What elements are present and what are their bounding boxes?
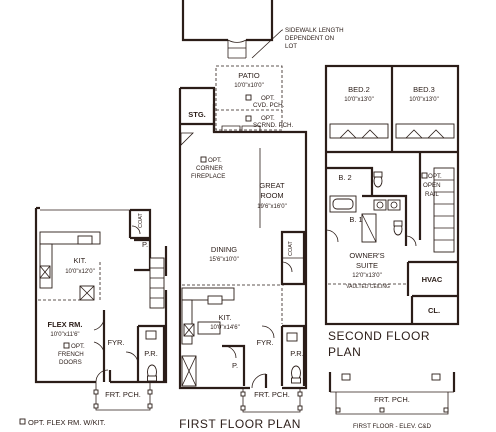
patio-label: PATIO xyxy=(238,71,260,80)
bed3-label: BED.3 xyxy=(413,85,435,94)
fireplace-label-3: FIREPLACE xyxy=(191,173,225,180)
kitchen-main-label: KIT. xyxy=(219,313,232,322)
kitchen-main-dimension: 10'0"x14'6" xyxy=(210,325,240,331)
front-porch-elev-label: FRT. PCH. xyxy=(374,395,410,404)
sidewalk-note-line1: SIDEWALK LENGTH xyxy=(285,27,344,34)
sidewalk-note-line2: DEPENDENT ON xyxy=(285,35,334,42)
alt-plan-walls xyxy=(34,206,168,384)
bath2-label: B. 2 xyxy=(338,173,351,182)
opt-cvd-porch-label-1: OPT. xyxy=(261,95,275,102)
bath1-label: B. 1 xyxy=(349,215,362,224)
opt-screened-porch-label-1: OPT. xyxy=(261,115,275,122)
second-floor-walls xyxy=(324,64,460,326)
owners-suite-label-1: OWNER'S xyxy=(349,251,384,260)
pantry-alt-label: P. xyxy=(142,240,148,249)
great-room-label-1: GREAT xyxy=(259,181,285,190)
fireplace-label-1: OPT. xyxy=(208,157,222,164)
front-porch-alt-label: FRT. PCH. xyxy=(105,390,141,399)
open-rail-label-1: OPT. xyxy=(428,173,442,180)
opt-screened-porch-label-2: SCRND. PCH. xyxy=(253,122,294,129)
patio-dimension: 10'0"x10'0" xyxy=(234,83,264,89)
front-porch-alt xyxy=(93,382,153,411)
fireplace-checkbox xyxy=(200,156,207,163)
powder-room-alt-label: P.R. xyxy=(144,349,158,358)
foyer-alt-label: FYR. xyxy=(107,338,124,347)
french-doors-label-1: OPT. xyxy=(71,343,85,350)
foyer-main-label: FYR. xyxy=(256,338,273,347)
great-room-label-2: ROOM xyxy=(260,191,283,200)
second-floor-caption-line2: PLAN xyxy=(328,345,361,359)
vaulted-ceiling-note: VAULTED CEILING xyxy=(346,284,390,290)
powder-room-main-label: P.R. xyxy=(290,349,304,358)
second-floor-caption-line1: SECOND FLOOR xyxy=(328,329,430,343)
dining-label: DINING xyxy=(211,245,237,254)
opt-screened-porch-checkbox xyxy=(245,115,252,122)
garage-outline xyxy=(181,0,274,59)
coat-main-label: COAT xyxy=(288,240,294,256)
kitchen-alt-label: KIT. xyxy=(74,256,87,265)
dining-dimension: 15'6"x10'0" xyxy=(209,257,239,263)
open-rail-label-2: OPEN xyxy=(423,182,441,189)
great-room-dimension: 19'6"x16'0" xyxy=(257,204,287,210)
elevation-caption: FIRST FLOOR - ELEV. C&D xyxy=(353,423,432,430)
french-doors-label-2: FRENCH xyxy=(58,351,84,358)
alt-plan-caption: OPT. FLEX RM. W/KIT. xyxy=(28,418,106,427)
patio-outline xyxy=(215,65,283,131)
bed2-dimension: 10'0"x13'0" xyxy=(344,97,374,103)
first-floor-caption: FIRST FLOOR PLAN xyxy=(179,417,301,431)
fireplace-label-2: CORNER xyxy=(196,165,223,172)
open-rail-checkbox xyxy=(421,172,428,179)
flex-room-dimension: 10'0"x11'6" xyxy=(50,332,79,338)
owners-suite-label-2: SUITE xyxy=(356,261,378,270)
alt-plan-checkbox xyxy=(19,418,26,425)
bed2-label: BED.2 xyxy=(348,85,370,94)
bed3-dimension: 10'0"x13'0" xyxy=(409,97,439,103)
flex-room-label: FLEX RM. xyxy=(48,320,83,329)
opt-cvd-porch-label-2: CVD. PCH. xyxy=(253,102,285,109)
opt-cvd-porch-checkbox xyxy=(245,94,252,101)
storage-label: STG. xyxy=(188,110,206,119)
coat-alt-label: COAT xyxy=(138,212,144,228)
french-doors-label-3: DOORS xyxy=(59,359,82,366)
french-doors-checkbox xyxy=(63,342,70,349)
kitchen-alt-dimension: 10'0"x12'0" xyxy=(65,269,95,275)
hvac-label: HVAC xyxy=(422,275,443,284)
closet-label: CL. xyxy=(428,306,440,315)
pantry-main-label: P. xyxy=(232,361,238,370)
first-floor-walls xyxy=(178,65,308,390)
sidewalk-leader xyxy=(251,29,283,59)
owners-suite-dimension: 12'0"x13'0" xyxy=(352,273,382,279)
front-porch-main xyxy=(240,388,303,413)
front-porch-main-label: FRT. PCH. xyxy=(254,390,290,399)
open-rail-label-3: RAIL xyxy=(425,191,439,198)
sidewalk-note-line3: LOT xyxy=(285,43,297,50)
elevation-cd-porch xyxy=(328,372,456,415)
